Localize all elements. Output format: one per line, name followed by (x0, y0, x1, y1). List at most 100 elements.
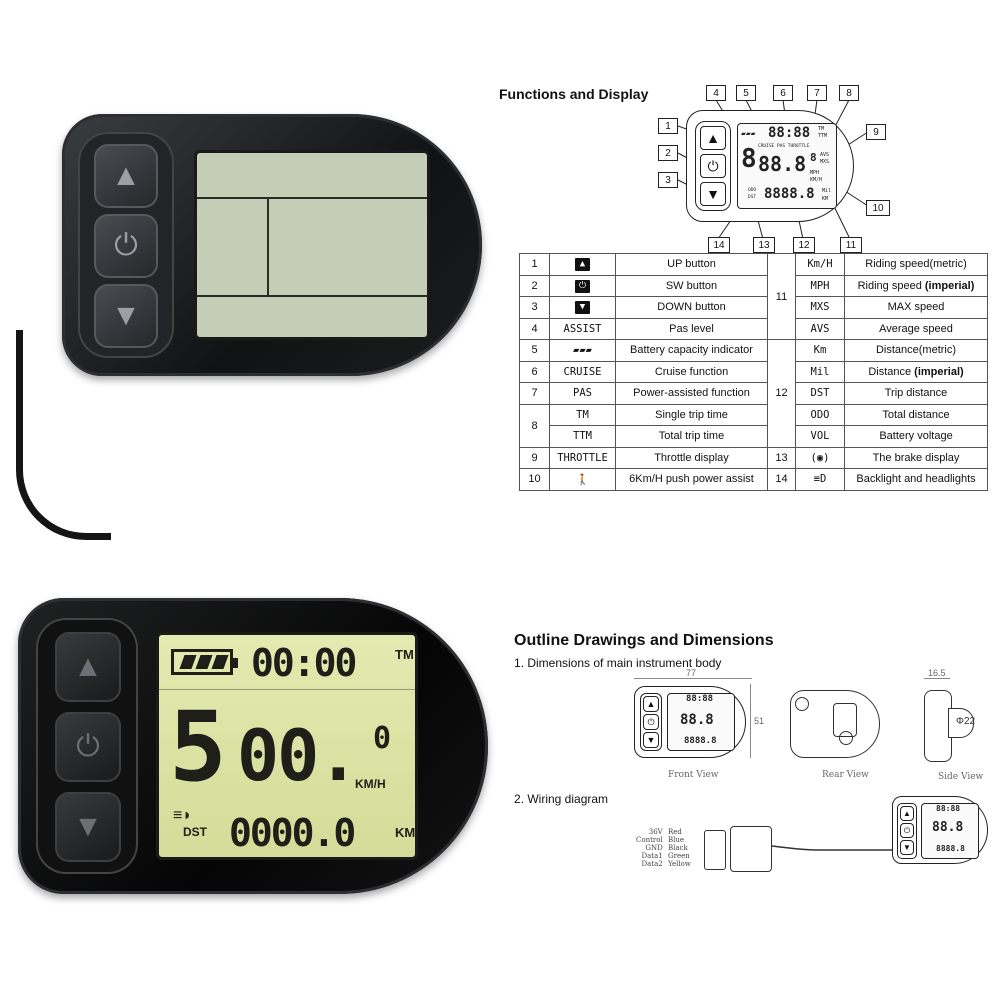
speed-decimal: 0 (373, 721, 391, 756)
item-description: The brake display (844, 446, 988, 469)
down-button[interactable]: ▼ (900, 840, 914, 855)
up-button[interactable]: ▲ (55, 632, 121, 702)
battery-bar (211, 655, 229, 669)
description-text: Backlight and headlights (856, 473, 976, 486)
connector-housing (730, 826, 772, 872)
item-description: Battery capacity indicator (615, 339, 768, 362)
device-shell: ▲ ⏻ ▼ (62, 114, 482, 376)
power-button[interactable]: ⏻ (55, 712, 121, 782)
lcd-screen: 00:00 TM 5 00. 0 KM/H ≡◗ DST 0000.0 KM (156, 632, 418, 860)
item-description: Distance(metric) (844, 339, 988, 362)
item-number: 5 (519, 339, 550, 362)
keypad: ▲ ⏻ ▼ (36, 618, 138, 874)
description-text: MAX speed (887, 301, 945, 314)
symbol-label: CRUISE (549, 360, 616, 383)
step-wiring: 2. Wiring diagram (514, 792, 609, 806)
mini-time: 88:88 (768, 125, 811, 141)
callout-12: 12 (793, 237, 815, 253)
headlight-icon: ≡◗ (173, 807, 192, 824)
power-button[interactable]: ⏻ (94, 214, 158, 278)
item-number: 2 (519, 274, 550, 297)
battery-bar (179, 655, 197, 669)
mini-avs: AVS (820, 152, 830, 158)
side-clamp (948, 708, 974, 738)
description-suffix: (metric) (929, 258, 967, 271)
item-number: 9 (519, 446, 550, 469)
mini-avg-digit: 8 (810, 151, 817, 164)
power-button[interactable]: ⏻ (643, 714, 659, 730)
down-button[interactable]: ▼ (55, 792, 121, 862)
description-text: Riding speed (865, 258, 930, 271)
item-description: Battery voltage (844, 425, 988, 448)
item-description: Average speed (844, 317, 988, 340)
symbol-label: Mil (795, 360, 845, 383)
item-number: 12 (767, 339, 796, 448)
mini-mil: Mil (822, 188, 832, 194)
device-photo-lit: ▲ ⏻ ▼ 00:00 TM 5 00. 0 KM/H ≡◗ DST 0000.… (18, 598, 488, 898)
rear-device (790, 690, 880, 758)
item-description: Trip distance (844, 382, 988, 405)
description-emphasis: (imperial) (924, 279, 975, 292)
lcd-screen (194, 150, 430, 340)
down-button[interactable]: ▼ (700, 182, 726, 206)
front-device: ▲ ⏻ ▼ 88:88 88.8 8888.8 (634, 686, 746, 758)
mini-dst: DST (748, 195, 757, 200)
device-cable (16, 330, 111, 540)
callout-13: 13 (753, 237, 775, 253)
mini-mph: MPH (810, 170, 820, 176)
mini-speed: 88.8 (758, 152, 807, 176)
item-number: 10 (519, 468, 550, 491)
speed-value: 00. (237, 715, 359, 797)
power-button[interactable]: ⏻ (900, 823, 914, 838)
battery-icon: ▰▰▰ (741, 129, 756, 138)
mini-lcd: 88:88 88.8 8888.8 (667, 693, 735, 751)
width-dimension: 77 (686, 668, 697, 678)
keypad: ▲ ⏻ ▼ (78, 132, 174, 358)
distance-value: 0000.0 (229, 811, 356, 855)
description-suffix: (metric) (918, 344, 957, 357)
up-button[interactable]: ▲ (94, 144, 158, 208)
description-text: Distance (875, 344, 919, 357)
lcd-divider (159, 689, 415, 690)
wiring-device: ▲ ⏻ ▼ 88:88 88.8 8888.8 (892, 796, 988, 864)
front-view-caption: Front View (668, 770, 719, 780)
description-text: Total distance (882, 408, 950, 421)
clamp-diameter: Φ22 (956, 716, 976, 727)
symbol-label: VOL (795, 425, 845, 448)
headlight-icon: ≡D (795, 468, 845, 491)
item-number: 8 (519, 403, 550, 448)
dimension-line (750, 684, 751, 758)
item-description: Throttle display (615, 446, 768, 469)
callout-4: 4 (706, 85, 726, 101)
battery-bar (195, 655, 213, 669)
item-number: 11 (767, 253, 796, 340)
callout-6: 6 (773, 85, 793, 101)
mini-assist: 8 (741, 144, 757, 174)
callout-1: 1 (658, 118, 678, 134)
up-button[interactable]: ▲ (700, 126, 726, 150)
down-button[interactable]: ▼ (643, 732, 659, 748)
front-view-drawing: 77 51 ▲ ⏻ ▼ 88:88 88.8 8888.8 Front View (624, 668, 764, 780)
symbol-label: DST (795, 382, 845, 405)
speed-unit: KM/H (355, 777, 386, 791)
trip-time: 00:00 (251, 641, 357, 685)
battery-indicator (171, 649, 238, 675)
down-button[interactable]: ▼ (94, 284, 158, 348)
wiring-diagram: 36V Control GND Data1 Data2 Red Blue Bla… (630, 796, 990, 876)
up-button[interactable]: ▲ (643, 696, 659, 712)
up-button[interactable]: ▲ (900, 806, 914, 821)
rear-plug (795, 697, 809, 711)
device-photo-unlit: ▲ ⏻ ▼ (0, 100, 490, 550)
power-button[interactable]: ⏻ (700, 154, 726, 178)
function-diagram: ▲ ⏻ ▼ ▰▰▰ 88:88 TM TTM CRUISE PAS THROTT… (650, 82, 900, 253)
item-description: Power-assisted function (615, 382, 768, 405)
callout-3: 3 (658, 172, 678, 188)
mini-distance: 8888.8 (936, 844, 965, 853)
symbol-label: TM (549, 403, 616, 426)
item-number: 3 (519, 296, 550, 319)
